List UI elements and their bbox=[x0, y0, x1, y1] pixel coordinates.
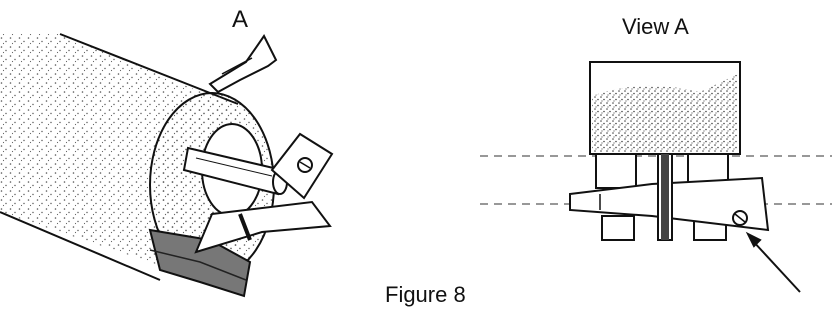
foot-left-upper bbox=[595, 153, 637, 189]
view-title: View A bbox=[622, 14, 689, 39]
wedge-blade bbox=[194, 200, 332, 254]
cylinder-bottom-edge bbox=[0, 211, 161, 281]
view-a-diagram bbox=[480, 61, 832, 293]
pointer-arrow-line bbox=[751, 239, 801, 293]
cylinder-perspective-view bbox=[0, 33, 334, 298]
foot-left-lower bbox=[601, 215, 635, 241]
view-a-arrow bbox=[208, 34, 278, 94]
pointer-arrowhead-icon bbox=[745, 231, 762, 248]
view-arrow-label: A bbox=[232, 6, 249, 33]
figure-caption: Figure 8 bbox=[385, 282, 466, 307]
